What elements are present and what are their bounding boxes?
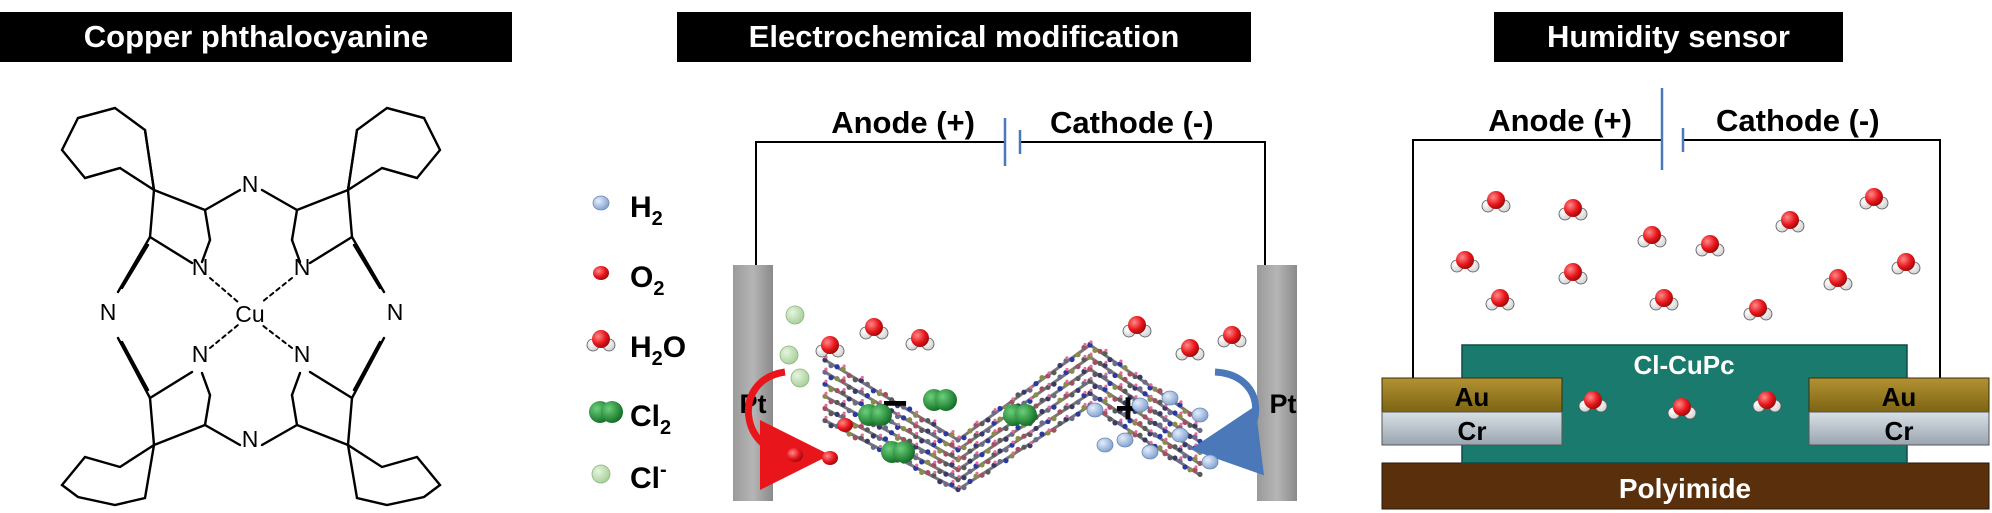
panel-title-humidity-sensor: Humidity sensor <box>1494 12 1843 62</box>
cathode-label-electrochem: Cathode (-) <box>1050 105 1214 140</box>
n-inner-tr: N <box>294 254 311 280</box>
anode-label-electrochem: Anode (+) <box>831 105 975 140</box>
n-inner-bl: N <box>192 341 209 367</box>
pt-electrode-left <box>733 265 773 501</box>
legend-label-h2o: H2O <box>630 331 686 370</box>
cathode-label-sensor: Cathode (-) <box>1716 103 1880 138</box>
curved-arrow-red <box>745 368 830 490</box>
legend-item-cl-: Cl- <box>591 459 667 495</box>
legend-item-h2o: H2O <box>586 330 686 370</box>
panel-title-electrochemical-modification: Electrochemical modification <box>677 12 1251 62</box>
electrochem-circuit <box>755 141 1266 265</box>
legend-label-o2: O2 <box>630 261 664 300</box>
cr-layer-left <box>1381 411 1563 446</box>
sensor-circuit <box>1412 139 1941 378</box>
battery-symbol-sensor <box>1660 88 1685 170</box>
polyimide-substrate <box>1381 462 1990 510</box>
pt-label-right: Pt <box>1270 389 1297 419</box>
polyimide-label: Polyimide <box>1619 473 1751 504</box>
n-bridge-right: N <box>387 299 404 325</box>
n-bridge-bottom: N <box>242 426 259 452</box>
legend-label-h2: H2 <box>630 191 663 230</box>
legend-item-o2: O2 <box>593 261 664 300</box>
panel-title-copper-phthalocyanine: Copper phthalocyanine <box>0 12 512 62</box>
legend-item-h2: H2 <box>592 191 663 230</box>
legend-label-cl2: Cl2 <box>630 400 671 439</box>
n-inner-br: N <box>294 341 311 367</box>
cu-atom-label: Cu <box>235 301 264 327</box>
electrochem-molecules <box>779 305 1247 470</box>
cr-layer-right <box>1808 411 1990 446</box>
n-bridge-left: N <box>100 299 117 325</box>
cr-label-right: Cr <box>1885 416 1914 446</box>
legend-item-cl2: Cl2 <box>589 400 671 439</box>
n-inner-tl: N <box>192 254 209 280</box>
au-electrode-left <box>1381 377 1563 413</box>
au-label-right: Au <box>1882 382 1917 412</box>
anode-label-sensor: Anode (+) <box>1488 103 1632 138</box>
au-electrode-right <box>1808 377 1990 413</box>
au-label-left: Au <box>1455 382 1490 412</box>
n-bridge-top: N <box>242 171 259 197</box>
water-molecules-sensor <box>1450 188 1921 420</box>
legend-label-cl-: Cl- <box>630 459 667 495</box>
battery-symbol <box>1003 118 1022 166</box>
cupc-layered-film <box>822 340 1203 493</box>
pt-electrode-right <box>1257 265 1297 501</box>
curved-arrow-blue <box>1190 368 1265 476</box>
cl-cupc-label: Cl-CuPc <box>1633 350 1734 380</box>
cr-label-left: Cr <box>1458 416 1487 446</box>
